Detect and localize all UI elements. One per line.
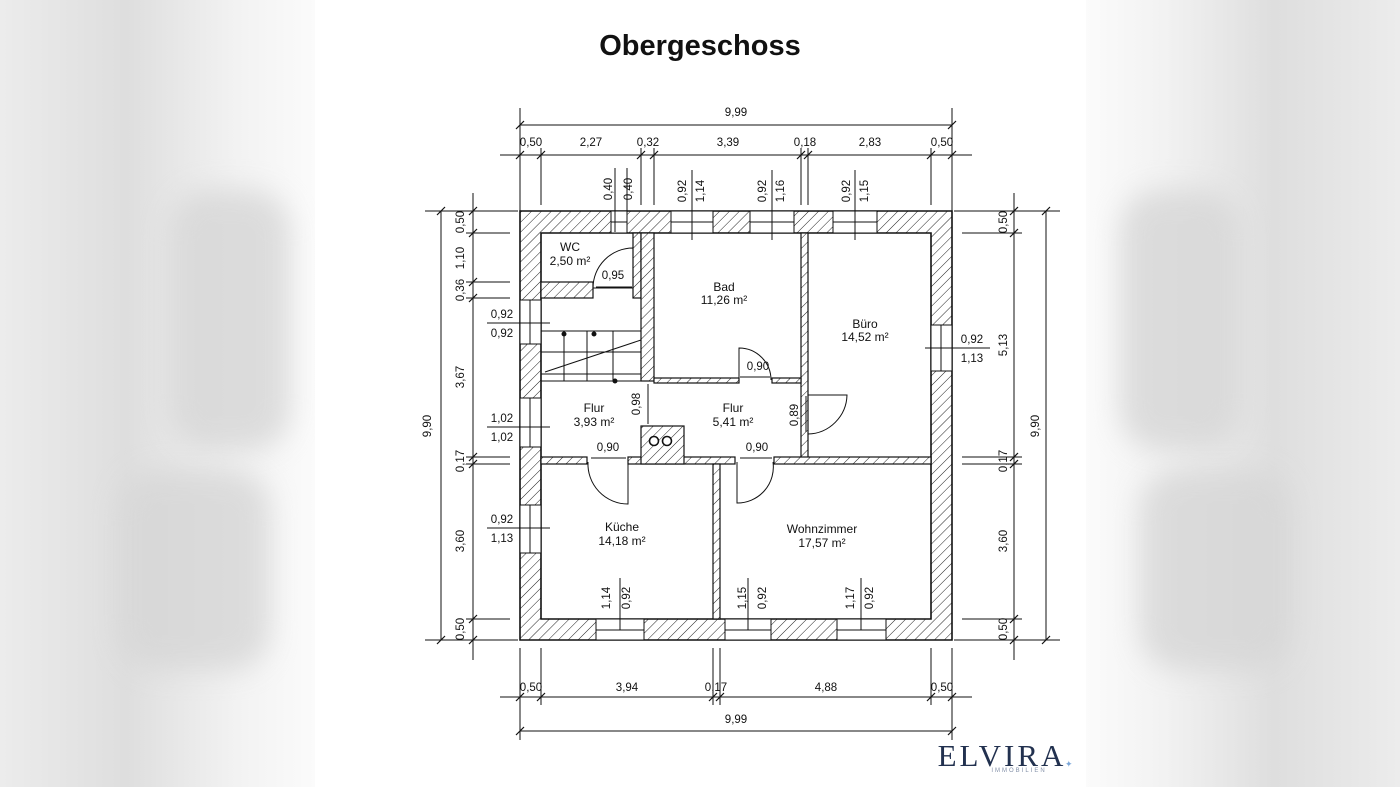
room-flur-2-name: Flur [723, 401, 744, 415]
chimney [640, 425, 685, 465]
dim-left-window: 1,13 [491, 533, 513, 545]
stairs [541, 330, 642, 382]
dim-left-segment: 0,50 [455, 211, 467, 233]
dim-top-total: 9,99 [725, 107, 747, 119]
door-dim: 0,89 [789, 404, 801, 426]
dim-bottom-window: 0,92 [621, 587, 633, 609]
dim-bottom-segment: 0,17 [705, 682, 727, 694]
dim-left-window: 1,02 [491, 413, 513, 425]
dim-right-segment: 3,60 [998, 530, 1010, 552]
door-dim: 0,90 [747, 361, 769, 373]
door-swing-buero [807, 394, 848, 435]
door-swing-kueche [587, 461, 629, 505]
dim-right-window: 1,13 [961, 353, 983, 365]
wall-wc-bottom [540, 281, 594, 299]
dim-right-segment: 0,17 [998, 450, 1010, 472]
dim-left-window: 0,92 [491, 309, 513, 321]
wall-hall-bottom-a [540, 456, 588, 465]
dim-bottom-segment: 0,50 [520, 682, 542, 694]
blur-blob [1120, 190, 1240, 450]
dim-left-segment: 1,10 [455, 247, 467, 269]
dim-bottom-window: 1,17 [845, 587, 857, 609]
dim-top-segment: 0,50 [931, 137, 953, 149]
dim-right-segment: 0,50 [998, 618, 1010, 640]
room-bad-area: 11,26 m² [701, 293, 747, 307]
wall-bad-left [640, 232, 655, 382]
door-dim: 0,90 [597, 442, 619, 454]
dim-top-window: 0,92 [677, 180, 689, 202]
door-dim: 0,98 [631, 393, 643, 415]
dim-bottom-window: 1,14 [601, 586, 613, 609]
room-buero-name: Büro [852, 317, 878, 331]
dim-left-segment: 0,50 [455, 618, 467, 640]
room-kueche-name: Küche [605, 520, 639, 534]
wall-kitchen-living [712, 463, 721, 620]
page-title: Obergeschoss [599, 30, 801, 62]
dim-top-window: 1,16 [775, 180, 787, 202]
dim-bottom-window: 1,15 [737, 587, 749, 609]
room-flur-1-area: 3,93 m² [574, 415, 615, 429]
dim-top-segment: 0,50 [520, 137, 542, 149]
door-dim: 0,95 [602, 270, 624, 282]
dim-top-window: 0,92 [757, 180, 769, 202]
dim-bottom-window: 0,92 [864, 587, 876, 609]
room-buero-area: 14,52 m² [841, 330, 888, 344]
room-wc-area: 2,50 m² [550, 254, 591, 268]
dim-top-segment: 2,27 [580, 137, 602, 149]
dim-left-segment: 0,36 [455, 279, 467, 301]
sparkle-icon: ✦ [1065, 760, 1073, 770]
dim-top-segment: 3,39 [717, 137, 739, 149]
dim-bottom-segment: 3,94 [616, 682, 639, 694]
room-kueche-area: 14,18 m² [598, 534, 645, 548]
dim-left-window: 0,92 [491, 328, 513, 340]
dim-left-segment: 3,60 [455, 530, 467, 552]
brand-logo: ELVIRA [937, 738, 1067, 773]
room-flur-1-name: Flur [584, 401, 605, 415]
dim-top-window: 0,40 [603, 178, 615, 200]
dim-left-window: 1,02 [491, 432, 513, 444]
door-swing-bad [738, 347, 772, 381]
door-swing-wohn [736, 461, 774, 504]
dim-top-window: 1,15 [859, 180, 871, 202]
dim-right-total: 9,90 [1030, 415, 1042, 437]
dim-right-segment: 0,50 [998, 211, 1010, 233]
room-wc-name: WC [560, 240, 580, 254]
wall-bad-right [800, 232, 809, 459]
dim-top-segment: 0,18 [794, 137, 816, 149]
room-bad-name: Bad [713, 280, 734, 294]
chimney-flue [661, 435, 673, 447]
room-wohnzimmer-area: 17,57 m² [798, 536, 845, 550]
blur-blob [1140, 470, 1290, 670]
plan-paper [315, 0, 1086, 787]
room-wohnzimmer-name: Wohnzimmer [787, 522, 857, 536]
wall-wc-right [632, 232, 642, 299]
wall-hall-bottom-c [773, 456, 932, 465]
dim-right-segment: 5,13 [998, 334, 1010, 356]
dim-bottom-total: 9,99 [725, 714, 747, 726]
dim-bottom-segment: 4,88 [815, 682, 837, 694]
brand-logo-subtitle: IMMOBILIEN [991, 768, 1047, 774]
dim-top-segment: 0,32 [637, 137, 659, 149]
wall-bad-bottom-a [653, 377, 740, 384]
dim-left-total: 9,90 [422, 415, 434, 437]
dim-right-window: 0,92 [961, 334, 983, 346]
dim-top-window: 1,14 [695, 179, 707, 202]
dim-left-segment: 0,17 [455, 450, 467, 472]
wall-bad-bottom-b [771, 377, 802, 384]
dim-bottom-window: 0,92 [757, 587, 769, 609]
blur-blob [120, 470, 270, 670]
door-swing-wc [592, 247, 634, 289]
chimney-flue [648, 435, 660, 447]
dim-bottom-segment: 0,50 [931, 682, 953, 694]
dim-top-segment: 2,83 [859, 137, 881, 149]
blur-blob [170, 190, 290, 450]
dim-top-window: 0,92 [841, 180, 853, 202]
dim-left-window: 0,92 [491, 514, 513, 526]
door-dim: 0,90 [746, 442, 768, 454]
room-flur-2-area: 5,41 m² [713, 415, 754, 429]
dim-top-window: 0,40 [623, 178, 635, 200]
dim-left-segment: 3,67 [455, 366, 467, 388]
